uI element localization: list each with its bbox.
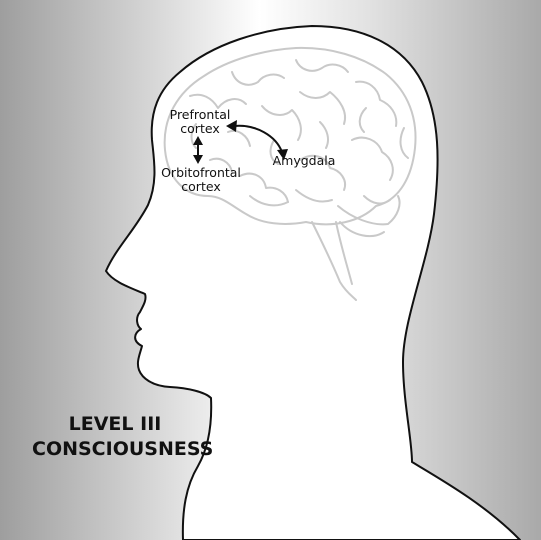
label-orbitofrontal-line2: cortex [181,179,221,194]
arrow-prefrontal-amygdala [233,124,283,153]
brain-illustration [163,46,417,301]
label-prefrontal-cortex: Prefrontal cortex [160,108,240,136]
head-silhouette [105,25,521,540]
diagram-title: LEVEL III CONSCIOUSNESS [32,412,214,462]
label-prefrontal-line2: cortex [180,121,220,136]
title-line1: LEVEL III [68,413,162,435]
label-orbitofrontal-cortex: Orbitofrontal cortex [156,166,246,194]
arrowhead-up [193,136,203,145]
label-amygdala: Amygdala [272,153,336,168]
arrowhead-amygdala [277,149,288,160]
arrowhead-prefrontal [226,120,237,132]
arrowhead-down [193,155,203,164]
label-prefrontal-line1: Prefrontal [169,107,231,122]
title-line2: CONSCIOUSNESS [32,438,214,460]
label-orbitofrontal-line1: Orbitofrontal [161,165,241,180]
